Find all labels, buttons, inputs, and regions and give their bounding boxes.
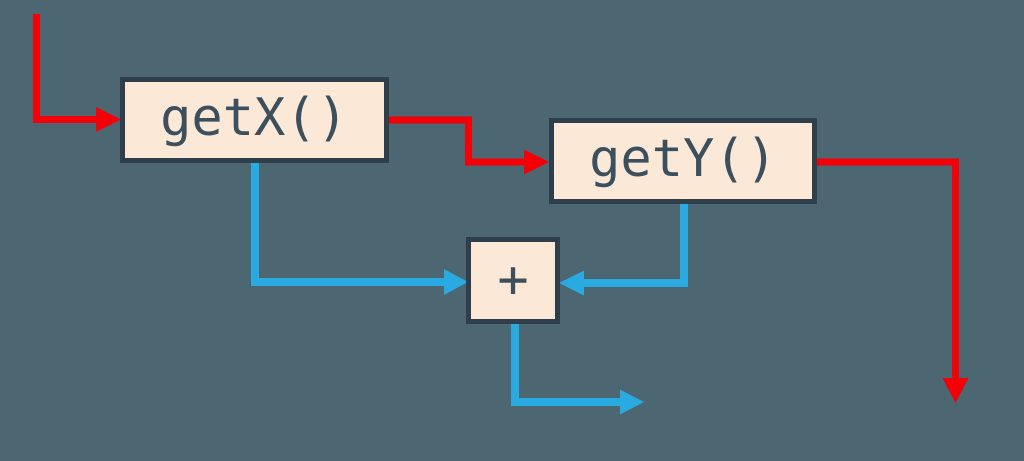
plus-output-arrowhead-icon [620,389,644,415]
node-gety: getY() [549,118,817,204]
plus-output-arrow [511,322,644,415]
gety-plus-arrowhead-icon [559,270,584,296]
start-arrowhead-icon [96,107,121,132]
getx-plus-line [251,161,444,286]
gety-to-plus-arrow [559,202,688,296]
start-arrow-line [33,14,96,123]
plus-box [466,237,560,324]
getx-gety-line [388,116,524,166]
gety-plus-line [584,202,688,287]
plus-label: + [497,250,528,310]
gety-exit-arrowhead-icon [942,378,969,403]
gety-label: getY() [589,129,777,189]
gety-exit-line [816,158,959,379]
node-getx: getX() [120,77,389,163]
start-to-getx-arrow [33,14,121,132]
gety-box [549,118,817,204]
gety-exit-arrow [816,158,969,403]
getx-to-plus-arrow [251,161,468,295]
getx-label: getX() [160,88,348,148]
getx-box [120,77,389,163]
getx-to-gety-arrow [388,116,549,175]
getx-gety-arrowhead-icon [524,149,549,175]
getx-plus-arrowhead-icon [444,269,468,295]
plus-output-line [511,322,620,406]
node-plus: + [466,237,560,324]
